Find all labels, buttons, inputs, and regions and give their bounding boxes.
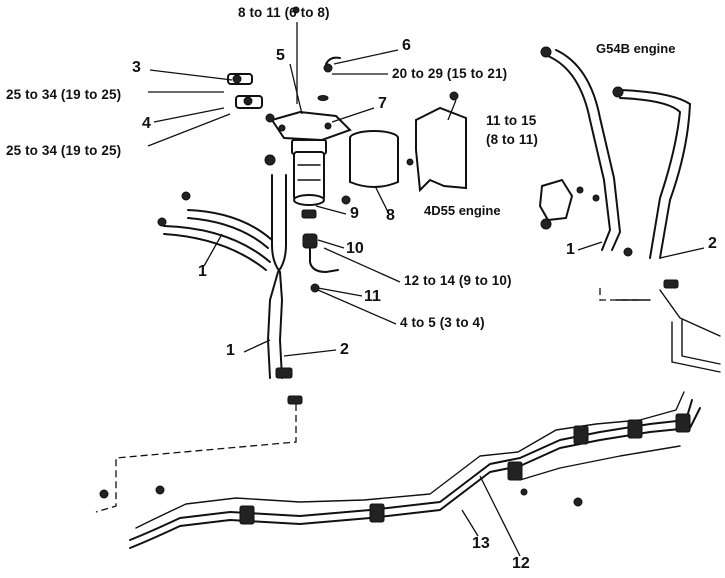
torque-label-6: 20 to 29 (15 to 21) — [392, 66, 508, 81]
callout-6: 6 — [402, 37, 411, 54]
torque-label-bracket-a: 11 to 15 — [486, 113, 537, 128]
callout-9: 9 — [350, 205, 359, 222]
callout-2-right: 2 — [708, 235, 717, 252]
callout-11: 11 — [364, 288, 381, 305]
callout-5: 5 — [276, 47, 285, 64]
torque-label-4: 25 to 34 (19 to 25) — [6, 143, 122, 158]
g54b-engine-label: G54B engine — [596, 41, 676, 56]
callout-7: 7 — [378, 95, 387, 112]
torque-label-10: 12 to 14 (9 to 10) — [404, 273, 512, 288]
callout-10: 10 — [346, 240, 364, 257]
4d55-engine-label: 4D55 engine — [424, 203, 501, 218]
callout-1-left: 1 — [198, 263, 207, 280]
torque-label-bracket-b: (8 to 11) — [486, 132, 538, 147]
leader-lines — [147, 22, 705, 557]
main-fuel-lines — [95, 391, 701, 549]
torque-label-3: 25 to 34 (19 to 25) — [6, 87, 122, 102]
fuel-filter-assembly — [227, 6, 352, 293]
callout-13: 13 — [472, 535, 490, 552]
torque-label-top: 8 to 11 (6 to 8) — [238, 5, 330, 20]
callout-8: 8 — [386, 207, 395, 224]
callout-2-center: 2 — [340, 341, 349, 358]
callout-1-right: 1 — [566, 241, 575, 258]
torque-label-11: 4 to 5 (3 to 4) — [400, 315, 485, 330]
g54b-hoses — [538, 46, 721, 373]
4d55-filter-canister — [341, 91, 467, 205]
callout-1-center: 1 — [226, 342, 235, 359]
callout-12: 12 — [512, 555, 530, 572]
center-hoses — [157, 174, 303, 405]
callout-3: 3 — [132, 59, 141, 76]
callout-4: 4 — [142, 115, 151, 132]
